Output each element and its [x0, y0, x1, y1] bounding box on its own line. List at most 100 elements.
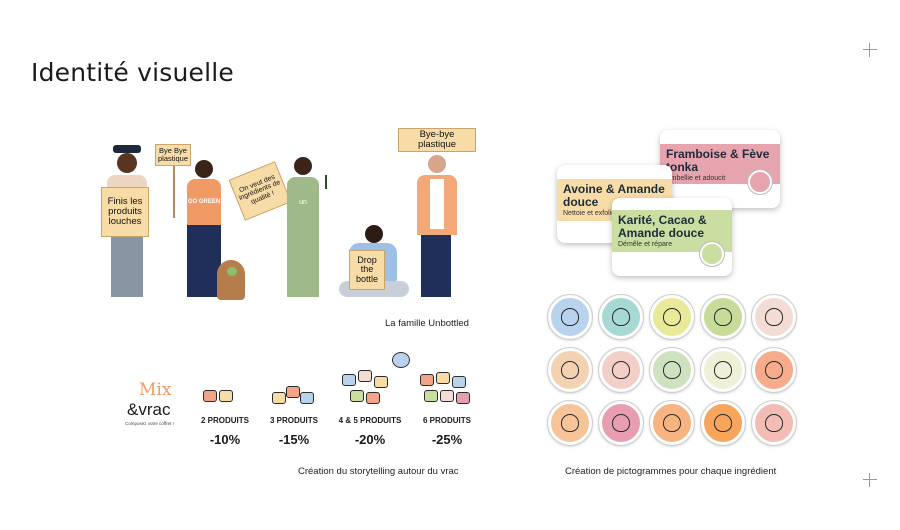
sign-bye-bye-plastique-small: Bye Bye plastique	[155, 144, 191, 166]
sign-stick	[173, 166, 175, 218]
family-illustration: Finis les produits louches Bye Bye plast…	[95, 125, 485, 310]
pack-4-5-produits: 4 & 5 PRODUITS -20%	[330, 352, 410, 455]
ingredient-pictogram-icon	[598, 347, 644, 393]
logo-vrac: &vrac	[127, 400, 171, 419]
ingredient-glyph-icon	[663, 308, 681, 326]
ingredient-pictogram-icon	[649, 294, 695, 340]
pack-discount: -25%	[431, 432, 463, 447]
person-2-head	[195, 160, 213, 178]
product-box	[424, 390, 438, 402]
pack-label: 4 & 5 PRODUITS	[338, 416, 402, 425]
person-2-shirt: GO GREEN	[187, 179, 221, 225]
label-card-subtitle: Embellie et adoucit	[666, 175, 726, 183]
caption-pictogrammes: Création de pictogrammes pour chaque ing…	[565, 466, 777, 477]
product-box	[420, 374, 434, 386]
logo-tagline: Composez votre coffret !	[125, 421, 174, 426]
person-1-legs	[111, 235, 143, 297]
pack-6-produits: 6 PRODUITS -25%	[412, 368, 482, 455]
ingredient-pictogram-icon	[751, 294, 797, 340]
corner-cross-top	[863, 43, 877, 57]
pack-label: 2 PRODUITS	[200, 416, 249, 425]
ingredient-glyph-icon	[612, 414, 630, 432]
ingredient-glyph-icon	[561, 414, 579, 432]
person-5-shirt	[430, 179, 444, 229]
pack-discount: -10%	[209, 432, 241, 447]
mix-vrac-logo: Mix &vrac Composez votre coffret !	[125, 380, 185, 435]
ingredient-glyph-icon	[612, 308, 630, 326]
person-1-hat	[113, 145, 141, 153]
pack-3-produits: 3 PRODUITS -15%	[262, 380, 326, 455]
caption-famille: La famille Unbottled	[385, 318, 469, 329]
person-3-overalls: un	[287, 177, 319, 297]
ingredient-pictogram-icon	[649, 400, 695, 446]
label-card-title: Framboise & Fève tonka	[666, 147, 770, 174]
person-1-head	[117, 153, 137, 173]
sign-bye-bye-plastique-large: Bye-bye plastique	[398, 128, 476, 152]
product-box	[436, 372, 450, 384]
pack-discount: -15%	[278, 432, 310, 447]
ingredient-glyph-icon	[765, 361, 783, 379]
product-box	[286, 386, 300, 398]
logo-mix: Mix	[139, 380, 172, 400]
product-box	[300, 392, 314, 404]
person-2-legs	[187, 225, 221, 297]
product-box	[456, 392, 470, 404]
product-box	[366, 392, 380, 404]
product-box	[374, 376, 388, 388]
ingredient-pictogram-icon	[547, 400, 593, 446]
ingredient-glyph-icon	[714, 361, 732, 379]
corner-cross-bottom	[863, 473, 877, 487]
plant-sprig	[325, 175, 335, 189]
ingredient-pictogram-icon	[700, 400, 746, 446]
speech-bubble-icon	[392, 352, 410, 368]
ingredient-pictogram-icon	[547, 347, 593, 393]
pack-label: 6 PRODUITS	[422, 416, 471, 425]
label-card-subtitle: Démêle et répare	[618, 241, 673, 249]
product-box	[342, 374, 356, 386]
label-card-title: Karité, Cacao & Amande douce	[618, 213, 707, 240]
product-box	[219, 390, 233, 402]
product-box	[452, 376, 466, 388]
person-5-legs	[421, 235, 451, 297]
person-5-head	[428, 155, 446, 173]
ingredient-glyph-icon	[663, 414, 681, 432]
ingredient-pictogram-icon	[700, 294, 746, 340]
ingredient-glyph-icon	[714, 308, 732, 326]
raspberry-icon	[747, 169, 773, 195]
product-box	[272, 392, 286, 404]
ingredient-glyph-icon	[663, 361, 681, 379]
pack-2-produits: 2 PRODUITS -10%	[195, 380, 255, 455]
ingredient-pictogram-icon	[598, 294, 644, 340]
label-card-title: Avoine & Amande douce	[563, 182, 665, 209]
pack-label: 3 PRODUITS	[269, 416, 318, 425]
product-box	[358, 370, 372, 382]
pack-discount: -20%	[354, 432, 386, 447]
label-card-karite: Karité, Cacao & Amande douce Démêle et r…	[612, 198, 732, 276]
ingredient-glyph-icon	[765, 414, 783, 432]
caption-storytelling: Création du storytelling autour du vrac	[298, 466, 459, 477]
pictogram-grid	[547, 294, 803, 455]
person-3-head	[294, 157, 312, 175]
ingredient-pictogram-icon	[598, 400, 644, 446]
sign-drop-the-bottle: Drop the bottle	[349, 250, 385, 290]
ingredient-glyph-icon	[561, 308, 579, 326]
ingredient-pictogram-icon	[751, 347, 797, 393]
label-card-framboise: Framboise & Fève tonka Embellie et adouc…	[660, 130, 780, 208]
page-title: Identité visuelle	[31, 58, 235, 87]
dog-heart-bandana	[227, 267, 237, 276]
ingredient-pictogram-icon	[649, 347, 695, 393]
product-box	[440, 390, 454, 402]
sign-finis-les-produits: Finis les produits louches	[101, 187, 149, 237]
ingredient-glyph-icon	[765, 308, 783, 326]
product-box	[350, 390, 364, 402]
ingredient-glyph-icon	[612, 361, 630, 379]
ingredient-pictogram-icon	[700, 347, 746, 393]
person-4-head	[365, 225, 383, 243]
ingredient-glyph-icon	[714, 414, 732, 432]
label-card-band: Karité, Cacao & Amande douce Démêle et r…	[612, 210, 732, 252]
sign-ingredients-qualite: On veut des ingrédients de qualité !	[228, 161, 292, 221]
ingredient-glyph-icon	[561, 361, 579, 379]
ingredient-pictogram-icon	[751, 400, 797, 446]
almond-icon	[699, 241, 725, 267]
product-box	[203, 390, 217, 402]
